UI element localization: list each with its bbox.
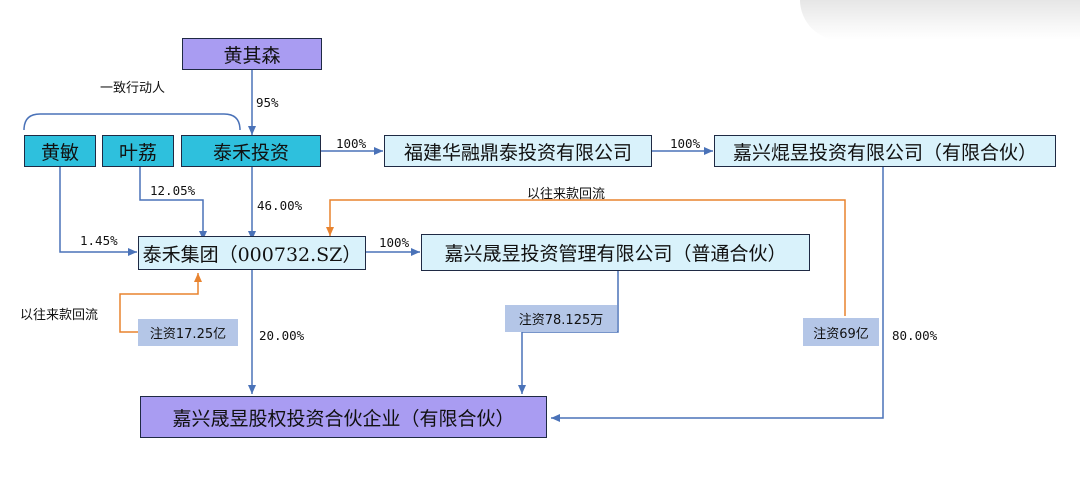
node-huang-min: 黄敏	[24, 135, 96, 167]
corner-shadow	[800, 0, 1080, 40]
edge-yeli-taihe-group	[139, 167, 207, 240]
label-pct-1-45: 1.45%	[80, 233, 118, 248]
label-reflow-top: 以往来款回流	[527, 187, 606, 202]
label-pct-100-kunyu: 100%	[670, 136, 701, 151]
label-pct-100-fujian: 100%	[336, 136, 367, 151]
tag-inject-78-125: 注资78.125万	[505, 305, 617, 332]
node-jiaxing-shengyu-mgmt: 嘉兴晟昱投资管理有限公司（普通合伙）	[421, 234, 810, 271]
edge-kunyu-fund	[551, 167, 884, 422]
label-pct-46-00: 46.00%	[257, 198, 303, 213]
edge-shengyu-mgmt-fund	[518, 271, 619, 394]
label-pct-20-00: 20.00%	[259, 328, 305, 343]
edge-huangmin-taihe-group	[59, 167, 137, 256]
label-acting-in-concert: 一致行动人	[100, 81, 166, 96]
edge-reflow-top	[326, 199, 846, 316]
label-pct-100-shengyu: 100%	[379, 235, 410, 250]
tag-inject-69: 注资69亿	[803, 318, 879, 346]
label-pct-12-05: 12.05%	[150, 183, 196, 198]
node-jiaxing-shengyu-fund: 嘉兴晟昱股权投资合伙企业（有限合伙）	[140, 396, 547, 438]
label-reflow-left: 以往来款回流	[20, 308, 99, 323]
node-ye-li: 叶荔	[102, 135, 174, 167]
node-huang-qisen: 黄其森	[182, 38, 322, 70]
node-taihe-invest: 泰禾投资	[181, 135, 321, 167]
node-fujian-huarong-dingtai: 福建华融鼎泰投资有限公司	[384, 135, 652, 167]
label-pct-80-00: 80.00%	[892, 328, 938, 343]
edge-reflow-left	[119, 273, 202, 333]
acting-in-concert-bracket	[23, 113, 241, 131]
label-pct-95: 95%	[256, 95, 279, 110]
node-jiaxing-kunyu: 嘉兴焜昱投资有限公司（有限合伙）	[714, 135, 1056, 167]
tag-inject-17-25: 注资17.25亿	[138, 319, 238, 346]
node-taihe-group: 泰禾集团（000732.SZ）	[138, 236, 366, 270]
